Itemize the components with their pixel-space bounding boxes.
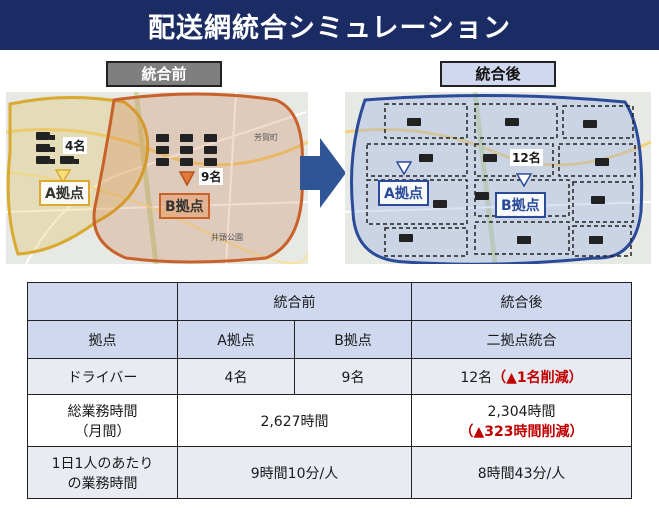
table-row-driver: ドライバー 4名 9名 12名（▲1名削減）	[27, 358, 632, 395]
col-header-after: 統合後	[411, 282, 632, 321]
col-header-before: 統合前	[177, 282, 412, 321]
site-a-label-after: A拠点	[378, 180, 429, 206]
driver-reduction-note: （▲1名削減）	[492, 369, 583, 386]
hours-label-line-2: （月間）	[74, 423, 131, 440]
table-row-hours: 総業務時間 （月間） 2,627時間 2,304時間 （▲323時間削減）	[27, 394, 632, 447]
table-row-daily: 1日1人のあたりの業務時間 9時間10分/人 8時間43分/人	[27, 446, 632, 499]
hours-after-value: 2,304時間	[487, 403, 556, 420]
map-after: 12名 A拠点 B拠点	[345, 92, 651, 264]
cell-site-a: A拠点	[177, 320, 295, 359]
cell-daily-after: 8時間43分/人	[411, 446, 632, 499]
table-corner-cell	[27, 282, 178, 321]
site-a-marker	[54, 169, 72, 184]
map-park-label: 井頭公園	[211, 233, 243, 242]
comparison-table: 統合前 統合後 拠点 A拠点 B拠点 二拠点統合 ドライバー 4名 9名 12名…	[27, 282, 632, 499]
trucks-b	[156, 134, 217, 166]
hours-label-line-1: 総業務時間	[67, 403, 138, 420]
daily-label-line-1: 1日1人のあたり	[51, 455, 154, 472]
site-b-marker-after	[515, 173, 533, 188]
cell-driver-a: 4名	[177, 358, 295, 395]
cell-site-merged: 二拠点統合	[411, 320, 632, 359]
driver-count-after: 12名	[510, 149, 543, 166]
transition-arrow-icon	[300, 138, 346, 208]
cell-driver-b: 9名	[294, 358, 412, 395]
map-before-graphic	[6, 92, 308, 264]
site-a-marker-after	[395, 161, 413, 176]
row-label-driver: ドライバー	[27, 358, 178, 395]
cell-hours-before: 2,627時間	[177, 394, 412, 447]
before-caption: 統合前	[106, 61, 222, 87]
area-b-boundary	[92, 92, 304, 264]
row-label-site: 拠点	[27, 320, 178, 359]
page-title: 配送網統合シミュレーション	[0, 0, 659, 50]
map-before: 4名 9名 A拠点 B拠点 芳賀町 井頭公園	[6, 92, 308, 264]
driver-count-a: 4名	[63, 137, 88, 154]
row-label-hours: 総業務時間 （月間）	[27, 394, 178, 447]
cell-hours-after: 2,304時間 （▲323時間削減）	[411, 394, 632, 447]
cell-site-b: B拠点	[294, 320, 412, 359]
site-b-label-after: B拠点	[495, 192, 546, 218]
row-label-daily: 1日1人のあたりの業務時間	[27, 446, 178, 499]
after-caption: 統合後	[440, 61, 556, 87]
driver-after-value: 12名	[460, 369, 493, 386]
site-a-label: A拠点	[39, 180, 90, 206]
site-b-marker	[178, 171, 196, 187]
cell-driver-after: 12名（▲1名削減）	[411, 358, 632, 395]
cell-daily-before: 9時間10分/人	[177, 446, 412, 499]
map-after-graphic	[345, 92, 651, 264]
map-city-label: 芳賀町	[254, 133, 278, 142]
daily-label-line-2: の業務時間	[67, 475, 138, 492]
site-b-label: B拠点	[159, 193, 210, 219]
hours-reduction-note: （▲323時間削減）	[459, 423, 584, 440]
driver-count-b: 9名	[199, 168, 224, 185]
table-header-row: 統合前 統合後	[27, 282, 632, 321]
table-row-site: 拠点 A拠点 B拠点 二拠点統合	[27, 320, 632, 359]
trucks-after	[399, 118, 609, 244]
trucks-a	[36, 132, 79, 164]
